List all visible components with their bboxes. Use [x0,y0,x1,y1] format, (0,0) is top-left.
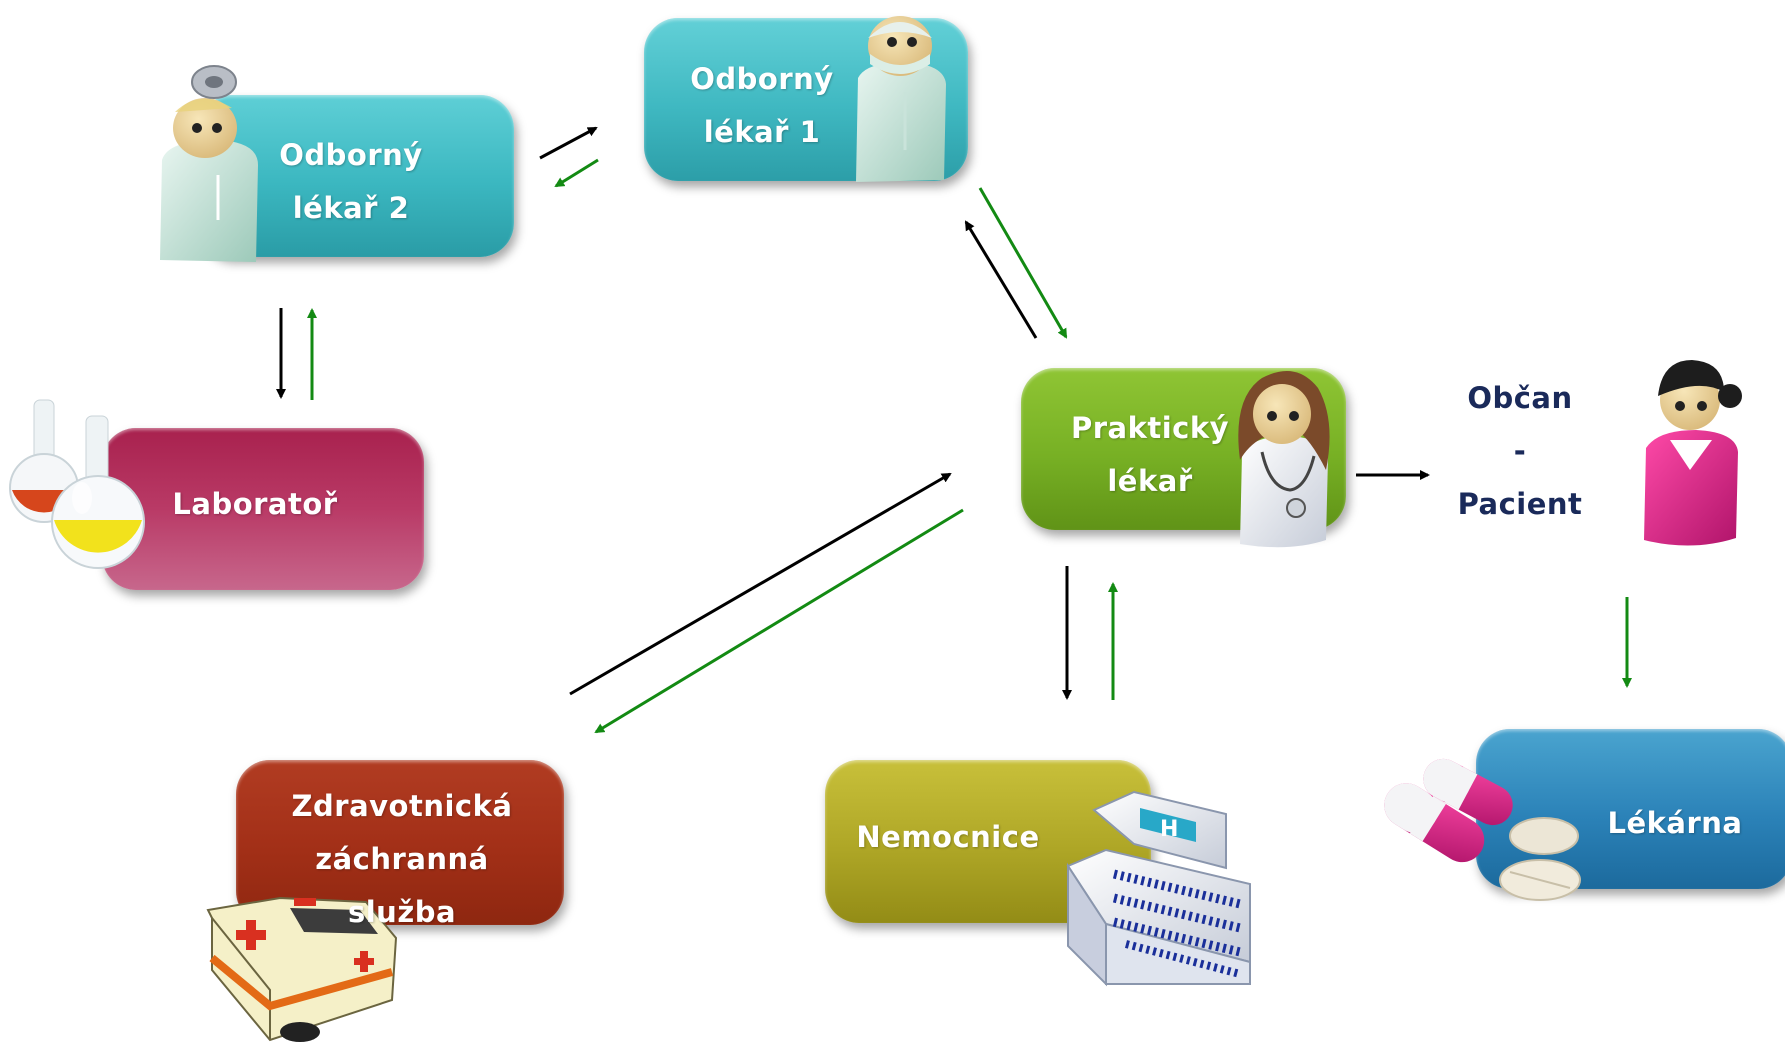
arrow-prakt-to-odb1 [964,220,1038,339]
lab-flasks-icon [9,399,145,569]
label-zzs: Zdravotnická záchranná služba [291,789,513,929]
female-doctor-icon [1238,370,1330,548]
label-odborny-lekar-1: Odborný lékař 1 [690,62,834,149]
label-nemocnice: Nemocnice [856,820,1040,854]
arrow-prakt-to-zzs [594,508,964,734]
patient-icon [1644,360,1742,546]
arrow-odb2-to-odb1 [539,126,598,160]
node-laborator [102,428,424,590]
hospital-building-icon: H [1066,790,1251,987]
arrow-zzs-to-prakt [569,472,952,696]
label-odborny-lekar-2: Odborný lékař 2 [279,138,423,225]
ambulance-icon [206,896,398,1042]
label-laborator: Laboratoř [172,487,338,521]
surgeon-icon [856,16,946,182]
arrow-odb1-to-prakt [978,187,1068,339]
svg-text:H: H [1160,817,1178,842]
label-obcan-pacient: Občan - Pacient [1457,381,1583,521]
label-lekarna: Lékárna [1607,806,1743,840]
pills-icon [1384,758,1581,901]
label-prakticky-lekar: Praktický lékař [1070,411,1230,498]
doctor-headmirror-icon [160,65,258,262]
arrow-odb1-to-odb2 [554,158,599,188]
